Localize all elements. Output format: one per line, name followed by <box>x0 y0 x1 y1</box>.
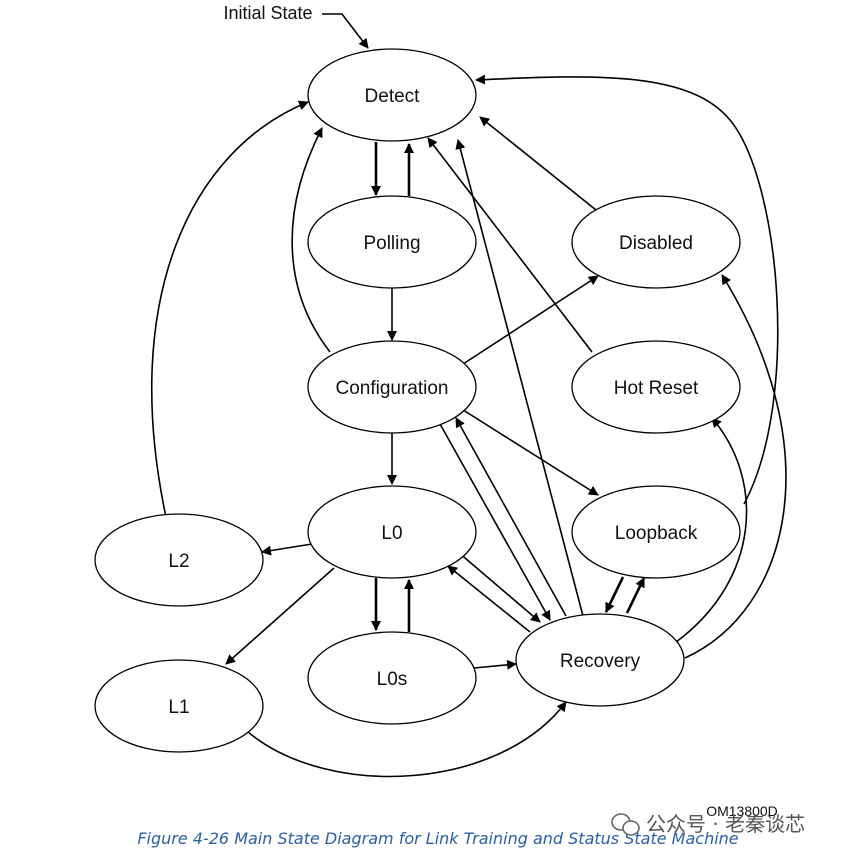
state-disabled: Disabled <box>571 195 741 289</box>
figure-id: OM13800D <box>706 803 778 819</box>
edge-configuration-to-recovery <box>439 423 551 621</box>
watermark: 公众号 · 老秦谈芯 <box>611 812 805 836</box>
state-loopback-label: Loopback <box>615 523 698 544</box>
state-loopback: Loopback <box>571 485 741 579</box>
edge-l0-to-recovery <box>457 551 541 623</box>
edge-l1-to-recovery <box>247 701 567 778</box>
state-configuration-label: Configuration <box>335 378 448 399</box>
initial-state-label: Initial State <box>223 3 312 23</box>
edge-recovery-to-disabled <box>684 274 787 659</box>
state-l1-label: L1 <box>168 697 189 718</box>
state-hot-reset-label: Hot Reset <box>614 378 699 399</box>
edge-recovery-to-l0 <box>447 565 531 633</box>
figure-caption: Figure 4-26 Main State Diagram for Link … <box>137 829 738 848</box>
edge-initial-to-detect <box>322 13 369 49</box>
edge-hot-reset-to-detect <box>427 137 593 353</box>
edge-l2-to-detect <box>150 100 309 518</box>
state-l0s: L0s <box>307 631 477 725</box>
edge-configuration-to-detect <box>291 127 331 353</box>
edge-configuration-to-disabled <box>459 275 599 367</box>
state-l0s-label: L0s <box>377 669 408 690</box>
edge-disabled-to-detect <box>479 116 597 211</box>
state-recovery-label: Recovery <box>560 651 641 672</box>
edge-configuration-to-loopback <box>459 407 599 496</box>
state-hot-reset: Hot Reset <box>571 340 741 434</box>
state-l0-label: L0 <box>381 523 402 544</box>
edge-recovery-to-configuration <box>455 417 567 617</box>
edge-recovery-to-loopback <box>625 577 646 614</box>
edge-loopback-to-detect <box>475 74 779 505</box>
edge-l0-to-l1 <box>225 567 335 665</box>
edge-recovery-to-hot-reset <box>675 417 748 643</box>
wechat-icon <box>611 813 640 836</box>
state-detect: Detect <box>307 48 477 142</box>
state-configuration: Configuration <box>307 340 477 434</box>
state-l2-label: L2 <box>168 551 189 572</box>
state-polling-label: Polling <box>363 233 420 254</box>
state-l2: L2 <box>94 513 264 607</box>
state-polling: Polling <box>307 195 477 289</box>
state-l0: L0 <box>307 485 477 579</box>
watermark-text: 公众号 · 老秦谈芯 <box>646 812 805 836</box>
state-recovery: Recovery <box>515 613 685 707</box>
state-disabled-label: Disabled <box>619 233 693 254</box>
edge-recovery-to-detect <box>455 139 584 617</box>
transitions <box>150 13 787 778</box>
state-detect-label: Detect <box>365 86 421 107</box>
state-l1: L1 <box>94 659 264 753</box>
edge-loopback-to-recovery <box>604 576 625 613</box>
edge-l0s-to-recovery <box>473 659 517 670</box>
edge-l0-to-l2 <box>261 543 313 556</box>
